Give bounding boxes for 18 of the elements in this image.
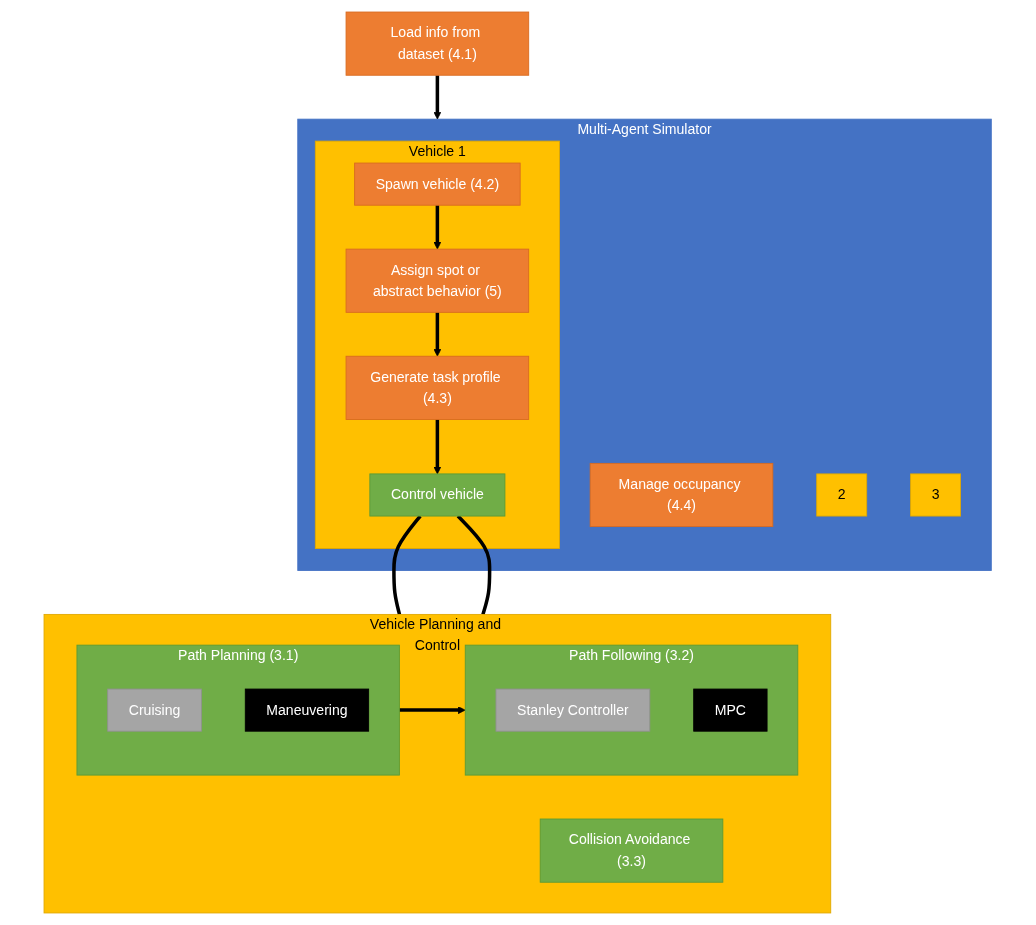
node-box: 2 bbox=[816, 473, 868, 517]
node-box: Manage occupancy (4.4) bbox=[590, 462, 774, 528]
node-box: MPC bbox=[693, 688, 768, 732]
arrow bbox=[433, 75, 442, 120]
node-box: Spawn vehicle (4.2) bbox=[354, 162, 521, 206]
node-box: Assign spot or abstract behavior (5) bbox=[345, 248, 530, 313]
arrow bbox=[433, 205, 442, 250]
node-box: Collision Avoidance (3.3) bbox=[540, 818, 724, 883]
node-box: Generate task profile (4.3) bbox=[345, 355, 530, 420]
node-box: 3 bbox=[910, 473, 962, 517]
node-box: Maneuvering bbox=[245, 688, 370, 732]
node-box: Load info from dataset (4.1) bbox=[345, 11, 530, 76]
arrow bbox=[433, 419, 442, 475]
arrow bbox=[399, 706, 466, 714]
node-box: Cruising bbox=[107, 688, 203, 732]
arrow bbox=[433, 312, 442, 357]
node-box: Stanley Controller bbox=[495, 688, 651, 732]
node-box: Control vehicle bbox=[369, 473, 506, 517]
